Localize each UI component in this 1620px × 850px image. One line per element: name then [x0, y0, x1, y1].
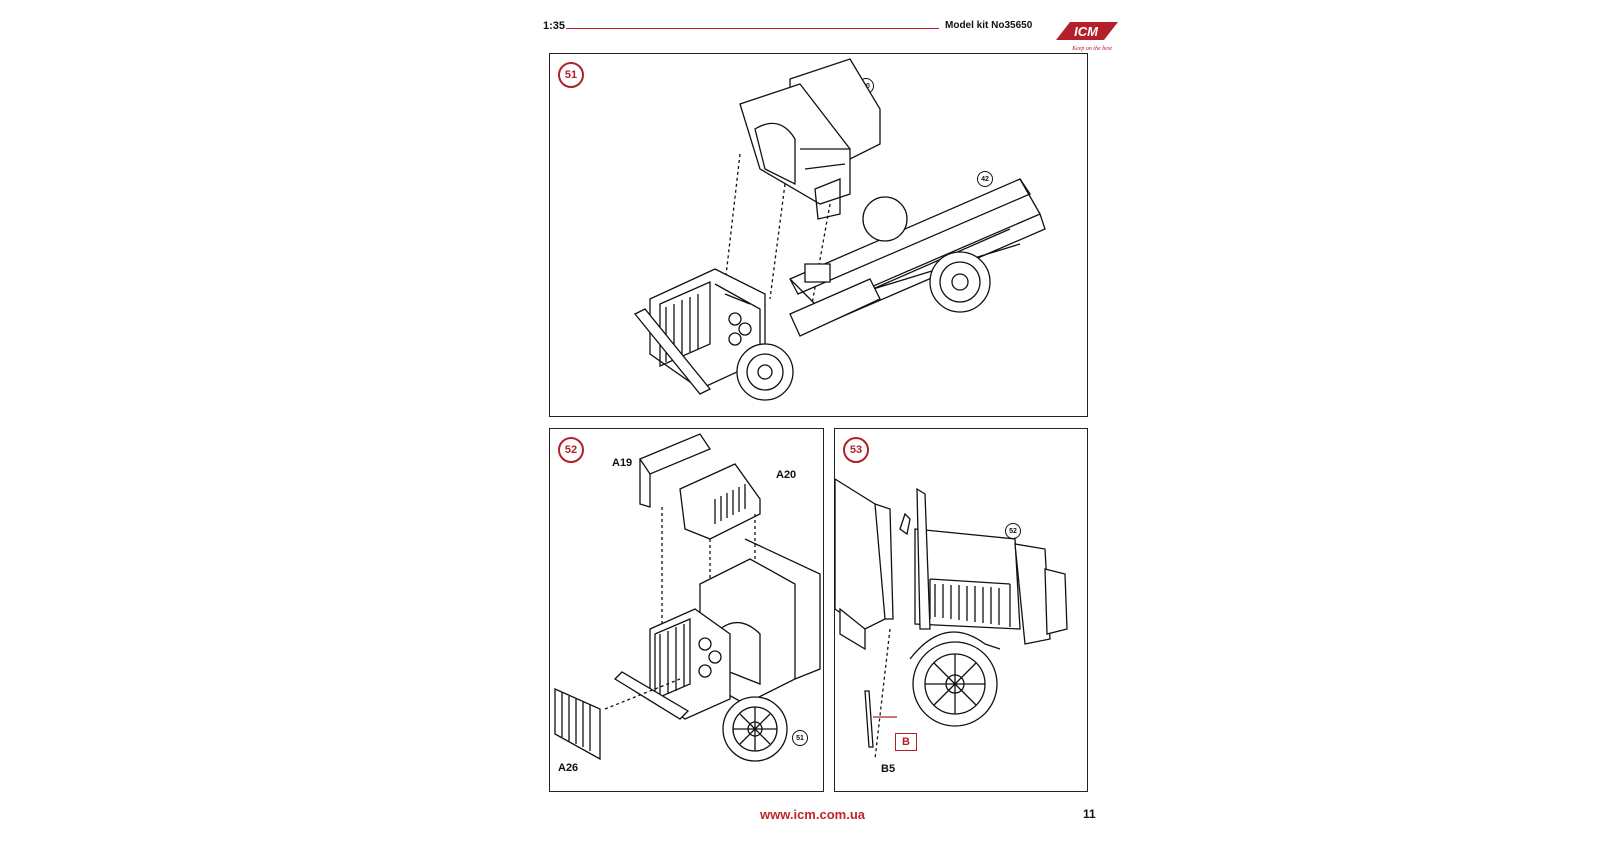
step-number-badge: 51 [558, 62, 584, 88]
svg-text:Keep on the best: Keep on the best [1071, 46, 1112, 52]
truck-chassis-drawing [550, 54, 1089, 418]
callout-part-42: 42 [977, 171, 993, 187]
part-label-a19: A19 [612, 457, 633, 469]
engine-hood-drawing [550, 429, 825, 793]
step-53-panel: 53 52 B B5 [834, 428, 1088, 792]
sprue-b-box: B [895, 733, 917, 751]
page-number: 11 [1083, 807, 1096, 821]
callout-step-51: 51 [792, 730, 808, 746]
website-link[interactable]: www.icm.com.ua [760, 807, 865, 822]
step-number-badge: 52 [558, 437, 584, 463]
part-label-a26: A26 [558, 762, 579, 774]
cab-side-drawing [835, 429, 1089, 793]
icm-logo-icon: ICM Keep on the best [1052, 18, 1122, 56]
scale-label: 1:35 [543, 20, 566, 32]
header-divider [566, 28, 939, 29]
step-52-panel: 52 A19 A20 A26 51 [549, 428, 824, 792]
part-label-b5: B5 [881, 763, 896, 775]
part-label-a20: A20 [776, 469, 797, 481]
svg-text:ICM: ICM [1074, 24, 1099, 39]
step-51-panel: 51 50 42 [549, 53, 1088, 417]
step-number-badge: 53 [843, 437, 869, 463]
model-kit-number: Model kit No35650 [945, 20, 1033, 31]
